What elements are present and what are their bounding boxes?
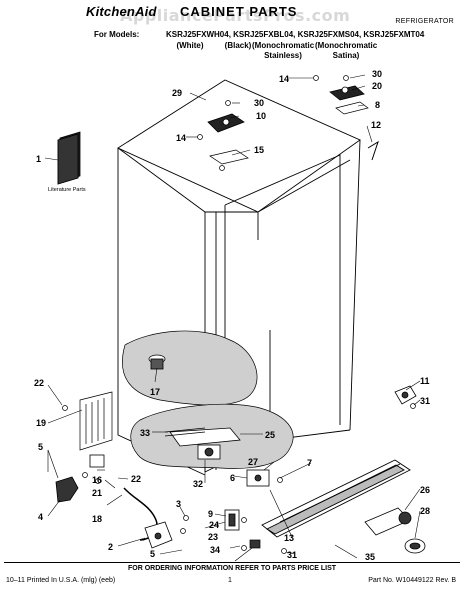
callout-31b: 31: [287, 550, 297, 560]
models-list: KSRJ25FXWH04, KSRJ25FXBL04, KSRJ25FXMS04…: [166, 30, 425, 39]
callout-4: 4: [38, 512, 43, 522]
callout-14a: 14: [279, 74, 289, 84]
callout-35: 35: [365, 552, 375, 562]
literature-booklet: [57, 131, 81, 185]
variant-mono-stainless-line2: Stainless): [264, 51, 302, 60]
callout-33: 33: [140, 428, 150, 438]
bottom-hinge-left: [55, 454, 105, 503]
variant-mono-stainless: (Monochromatic: [252, 41, 315, 50]
top-hinge-right: [329, 85, 365, 101]
callout-17: 17: [150, 387, 160, 397]
callout-12: 12: [371, 120, 381, 130]
footer-divider: [4, 562, 460, 563]
callout-2: 2: [108, 542, 113, 552]
literature-label: Literature Parts: [48, 187, 86, 193]
variant-mono-satina-line2: Satina): [332, 51, 360, 60]
cutaway-region-left: [122, 330, 258, 406]
appliance-type: REFRIGERATOR: [395, 18, 454, 25]
callout-10: 10: [256, 111, 266, 121]
toe-grille: [261, 459, 411, 538]
callout-1: 1: [36, 154, 41, 164]
leader-lines: [44, 74, 421, 562]
pivot-bracket: [246, 469, 270, 487]
callout-14b: 14: [176, 133, 186, 143]
callout-3: 3: [176, 499, 181, 509]
callout-11: 11: [420, 376, 430, 386]
top-hinge-left: [207, 113, 245, 133]
callout-9: 9: [208, 509, 213, 519]
callout-22b: 22: [131, 474, 141, 484]
page-title: CABINET PARTS: [180, 4, 298, 19]
callout-8: 8: [375, 100, 380, 110]
callout-5a: 5: [38, 442, 43, 452]
ordering-note: FOR ORDERING INFORMATION REFER TO PARTS …: [127, 565, 337, 572]
bottom-hinge-bracket: [144, 521, 173, 549]
callout-23: 23: [208, 532, 218, 542]
callout-20: 20: [372, 81, 382, 91]
callout-19: 19: [36, 418, 46, 428]
callout-30b: 30: [372, 69, 382, 79]
hinge-shim-right: [335, 101, 369, 115]
roller-assembly: [164, 427, 241, 460]
filter-housing: [364, 507, 426, 554]
small-clip: [249, 539, 261, 549]
part-number: Part No. W10449122 Rev. B: [368, 577, 456, 584]
drain-trough: [148, 354, 166, 370]
print-info: 10–11 Printed In U.S.A. (mlg) (eeb): [6, 577, 116, 584]
callout-32: 32: [193, 479, 203, 489]
variant-black: (Black): [224, 41, 252, 50]
callout-25: 25: [265, 430, 275, 440]
page-number: 1: [228, 577, 232, 584]
callout-16: 16: [92, 475, 102, 485]
callout-28: 28: [420, 506, 430, 516]
callout-18: 18: [92, 514, 102, 524]
screws: [62, 75, 416, 554]
callout-22a: 22: [34, 378, 44, 388]
rear-bracket-left: [79, 391, 113, 451]
callout-24: 24: [209, 520, 219, 530]
callout-34: 34: [210, 545, 220, 555]
models-label: For Models:: [94, 30, 140, 39]
callout-5b: 5: [150, 549, 155, 559]
callout-6: 6: [230, 473, 235, 483]
callout-labels: 1 2 3 4 5 5 6 7 8 9 10 11 12 13 14 14 15…: [34, 69, 430, 562]
callout-26: 26: [420, 485, 430, 495]
callout-13: 13: [284, 533, 294, 543]
callout-21: 21: [92, 488, 102, 498]
bottom-hinge-right: [394, 385, 417, 405]
variant-white: (White): [176, 41, 204, 50]
callout-15: 15: [254, 145, 264, 155]
door-stop-bracket: [224, 509, 240, 531]
callout-29: 29: [172, 88, 182, 98]
bracket-12: [367, 140, 379, 161]
callout-7: 7: [307, 458, 312, 468]
callout-31a: 31: [420, 396, 430, 406]
watermark: AppliancePartsPros.com: [120, 6, 351, 25]
variant-mono-satina: (Monochromatic: [315, 41, 378, 50]
callout-30a: 30: [254, 98, 264, 108]
brand-logo: KitchenAid: [86, 4, 157, 19]
callout-27: 27: [248, 457, 258, 467]
